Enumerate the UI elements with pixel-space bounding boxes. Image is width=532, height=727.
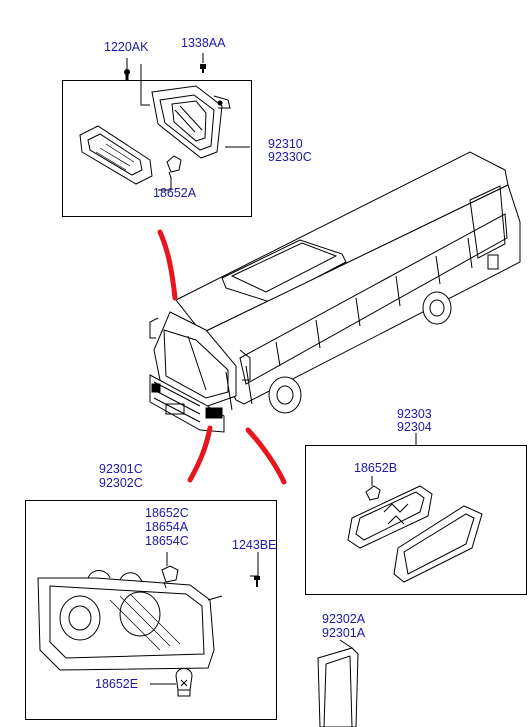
part-label-18654c: 18654C (145, 534, 189, 548)
part-label-1220ak: 1220AK (104, 40, 149, 54)
part-label-18654a: 18654A (145, 520, 189, 534)
part-label-92302a: 92302A (322, 612, 366, 626)
part-label-92304: 92304 (397, 420, 432, 434)
bus-icon (149, 151, 521, 433)
part-label-92303: 92303 (397, 407, 432, 421)
callout-arcs (157, 229, 287, 485)
rear-side-lamp-icon (347, 433, 483, 583)
corner-lamp-icon (317, 639, 359, 727)
part-label-1338aa: 1338AA (181, 36, 226, 50)
screw-icon (254, 576, 260, 587)
head-lamp-group-box (25, 500, 277, 720)
part-label-18652e: 18652E (95, 677, 139, 691)
part-label-18652a: 18652A (153, 186, 197, 200)
bulb-icon (161, 565, 179, 589)
part-label-18652c: 18652C (145, 506, 189, 520)
side-marker-group-box (62, 80, 252, 217)
side-marker-lamp-icon (79, 53, 250, 191)
part-label-1243be: 1243BE (232, 538, 277, 552)
part-label-92330c: 92330C (268, 150, 312, 164)
part-label-92302c: 92302C (99, 476, 143, 490)
head-lamp-icon (37, 552, 259, 685)
part-label-18652b: 18652B (354, 461, 398, 475)
bulb-icon (175, 668, 193, 697)
rear-side-lamp-group-box (305, 445, 527, 595)
part-label-92301c: 92301C (99, 462, 143, 476)
screw-icon (124, 69, 130, 80)
part-label-92301a: 92301A (322, 626, 366, 640)
part-label-92310: 92310 (268, 137, 303, 151)
screw-icon (200, 64, 206, 73)
